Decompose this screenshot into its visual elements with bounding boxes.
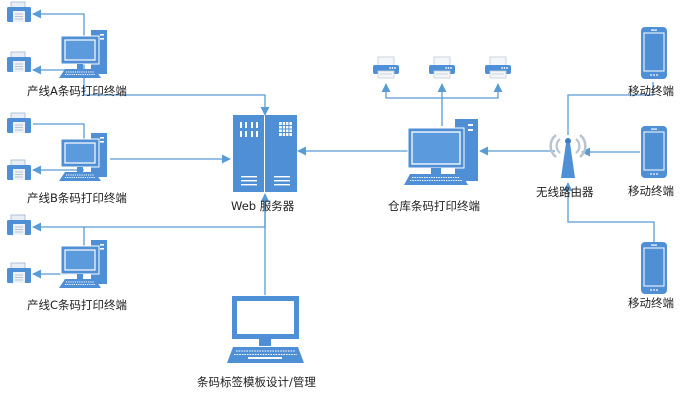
wireless-router-icon <box>549 134 587 178</box>
edge-warehouse-printers <box>381 83 443 126</box>
design-monitor-icon <box>227 296 304 363</box>
web-server-icon <box>233 115 297 192</box>
edge-b-printer1 <box>33 123 85 140</box>
node-label-wireless-router: 无线路由器 <box>536 185 594 199</box>
node-label-template-design: 条码标签模板设计/管理 <box>197 375 316 389</box>
node-label-mobile-3: 移动终端 <box>628 296 674 310</box>
printer-icon <box>6 51 32 73</box>
edge-a-printer1 <box>32 9 85 45</box>
printer-icon <box>372 56 400 79</box>
node-label-mobile-2: 移动终端 <box>628 184 674 198</box>
desktop-computer-icon <box>58 29 108 79</box>
node-label-line-c: 产线C条码打印终端 <box>27 298 127 312</box>
node-label-warehouse-terminal: 仓库条码打印终端 <box>388 199 480 213</box>
mobile-phone-icon <box>640 125 668 179</box>
desktop-computer-icon <box>58 239 108 289</box>
node-label-mobile-1: 移动终端 <box>628 84 674 98</box>
warehouse-desktop-icon <box>404 119 478 185</box>
desktop-computer-icon <box>58 132 108 182</box>
node-label-line-b: 产线B条码打印终端 <box>27 191 127 205</box>
node-label-web-server: Web 服务器 <box>231 199 295 213</box>
mobile-phone-icon <box>640 241 668 295</box>
connections <box>32 9 655 295</box>
printer-icon <box>6 159 32 181</box>
printer-icon <box>484 56 512 79</box>
printer-icon <box>6 112 32 134</box>
edge-mobile3-router <box>563 182 655 242</box>
printer-icon <box>6 214 32 236</box>
printer-icon <box>6 1 32 23</box>
edge-warehouse-printer3 <box>442 83 503 99</box>
printer-icon <box>6 262 32 284</box>
node-label-line-a: 产线A条码打印终端 <box>27 84 127 98</box>
mobile-phone-icon <box>640 26 668 80</box>
printer-icon <box>428 56 456 79</box>
edge-mobile1-router <box>567 82 654 135</box>
